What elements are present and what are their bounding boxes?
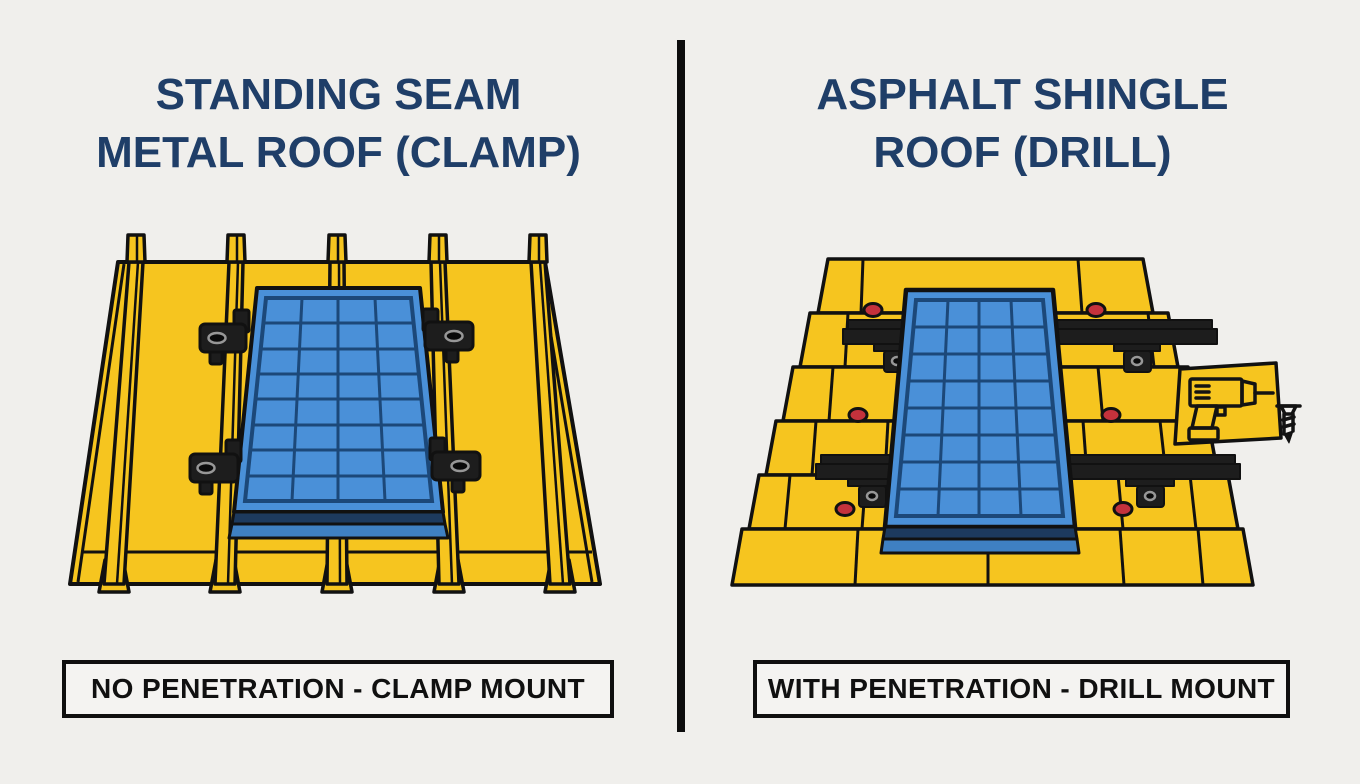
seam-clamps	[188, 307, 482, 496]
left-title: STANDING SEAM METAL ROOF (CLAMP)	[0, 66, 677, 182]
left-title-line1: STANDING SEAM	[155, 70, 522, 119]
solar-panel-graphic	[879, 287, 1081, 555]
clamp-icon	[188, 438, 243, 496]
divider-line	[677, 40, 685, 732]
right-title: ASPHALT SHINGLE ROOF (DRILL)	[685, 66, 1360, 182]
screw-point-dots	[834, 302, 1134, 517]
right-title-line2: ROOF (DRILL)	[873, 128, 1172, 177]
asphalt-shingle-roof-graphic	[730, 257, 1302, 587]
left-caption-box: NO PENETRATION - CLAMP MOUNT	[62, 660, 614, 718]
drill-icon	[1187, 377, 1275, 442]
standing-seam-roof-graphic	[68, 233, 602, 594]
right-title-line1: ASPHALT SHINGLE	[816, 70, 1229, 119]
tools-shingle	[1173, 361, 1302, 446]
solar-panel-graphic	[227, 286, 450, 540]
clamp-icon	[198, 308, 251, 366]
clamp-icon	[428, 436, 482, 494]
right-caption-box: WITH PENETRATION - DRILL MOUNT	[753, 660, 1290, 718]
right-caption-text: WITH PENETRATION - DRILL MOUNT	[767, 673, 1276, 704]
left-title-line2: METAL ROOF (CLAMP)	[96, 128, 581, 177]
left-caption-text: NO PENETRATION - CLAMP MOUNT	[91, 673, 585, 704]
screw-icon	[1275, 404, 1302, 444]
clamp-icon	[421, 307, 475, 364]
